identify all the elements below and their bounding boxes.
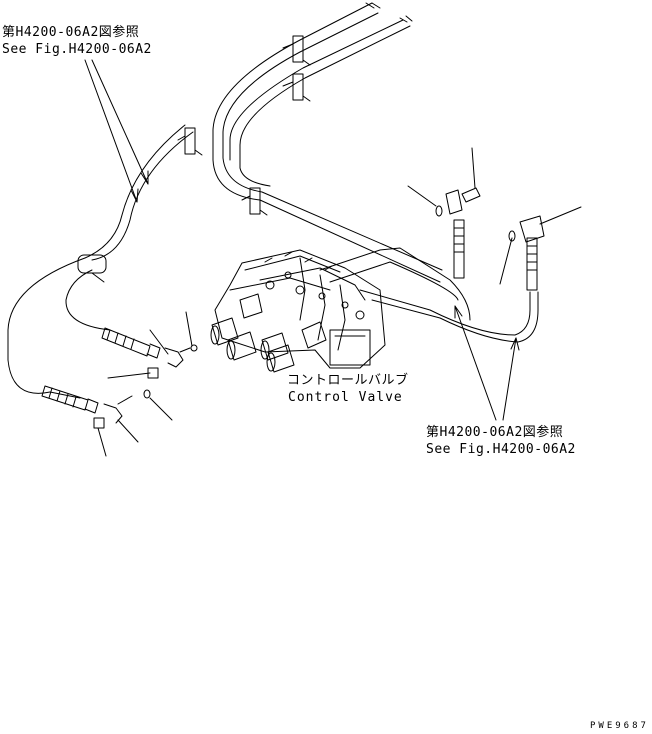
right-hose-fitting-right: [508, 215, 545, 291]
left-pipe-loop: [7, 124, 194, 399]
reference-label-lower-en: See Fig.H4200-06A2: [426, 442, 576, 457]
reference-arrows-upper-left: [84, 59, 149, 203]
elbow-fitting-left-lower: [93, 389, 151, 429]
control-valve-spools: [210, 293, 327, 373]
reference-label-upper-jp: 第H4200-06A2図参照: [2, 25, 140, 40]
elbow-fitting-left-upper: [147, 344, 198, 379]
control-valve-label-jp: コントロールバルブ: [287, 373, 409, 388]
right-pipe-run: [319, 247, 539, 343]
upper-pipe-bundle: [212, 2, 443, 283]
right-hose-fitting-left: [435, 187, 481, 279]
figure-code: PWE9687: [590, 721, 649, 731]
left-hose-fitting-upper: [101, 327, 161, 359]
control-valve-label-en: Control Valve: [288, 390, 403, 405]
reference-label-lower-jp: 第H4200-06A2図参照: [426, 425, 564, 440]
reference-arrows-lower-right: [454, 305, 520, 421]
reference-label-upper-en: See Fig.H4200-06A2: [2, 42, 152, 57]
left-hose-fitting-lower: [41, 385, 99, 414]
pipe-clamp-left-1: [177, 127, 203, 156]
leader-lines-left: [97, 311, 193, 457]
pipe-clamp-upper-1: [282, 35, 311, 66]
leader-lines-right: [407, 147, 582, 285]
pipe-clamp-upper-3: [241, 187, 268, 216]
pipe-clamp-upper-2: [282, 73, 311, 102]
control-valve-body: [214, 249, 386, 369]
